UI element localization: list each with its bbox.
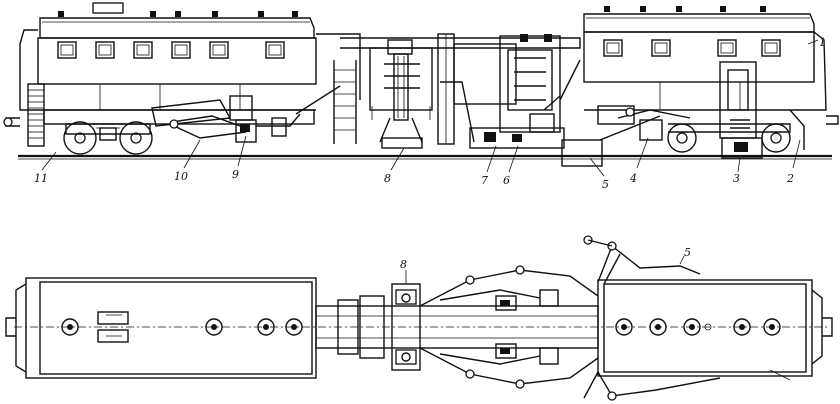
- plan-callout-5: 5: [684, 246, 691, 259]
- right-roof-vents: [604, 6, 766, 12]
- roof-vents: [58, 11, 298, 17]
- plan-right-car: [597, 279, 833, 377]
- left-lever-mechanism: [151, 85, 341, 143]
- callout-1: 1: [819, 36, 826, 49]
- callout-labels: 1 2 3 4 5 6 7 8 9 10 11: [34, 36, 826, 191]
- central-structure: [437, 33, 603, 167]
- callout-2: 2: [786, 172, 794, 185]
- plan-tamping-unit: [391, 270, 421, 371]
- callout-5: 5: [602, 178, 609, 191]
- plan-callouts: 8 5: [400, 246, 691, 271]
- side-elevation: 1 2 3 4 5 6 7 8 9 10 11: [3, 2, 839, 191]
- plan-extended-arms: [583, 235, 791, 401]
- callout-8: 8: [384, 172, 391, 185]
- right-car-body: [583, 6, 839, 125]
- plan-callout-8: 8: [400, 258, 407, 271]
- callout-6: 6: [503, 174, 510, 187]
- left-car-body: [3, 2, 317, 147]
- plan-left-car: [5, 277, 317, 379]
- plan-view: 8 5: [5, 235, 833, 401]
- callout-leaders: [41, 39, 819, 177]
- left-car-windows: [57, 41, 285, 59]
- ladder: [316, 33, 361, 144]
- callout-3: 3: [733, 172, 740, 185]
- callout-9: 9: [232, 168, 239, 181]
- callout-7: 7: [481, 174, 488, 187]
- tamping-unit: [340, 37, 581, 149]
- right-coupler: [826, 115, 839, 125]
- radiator-grille: [27, 83, 45, 147]
- callout-11: 11: [34, 172, 48, 185]
- callout-4: 4: [629, 172, 637, 185]
- callout-10: 10: [174, 170, 188, 183]
- plan-lever-arms: [419, 265, 599, 389]
- right-car-windows: [603, 39, 781, 57]
- right-mechanism: [597, 61, 805, 159]
- left-bogie: [63, 121, 153, 155]
